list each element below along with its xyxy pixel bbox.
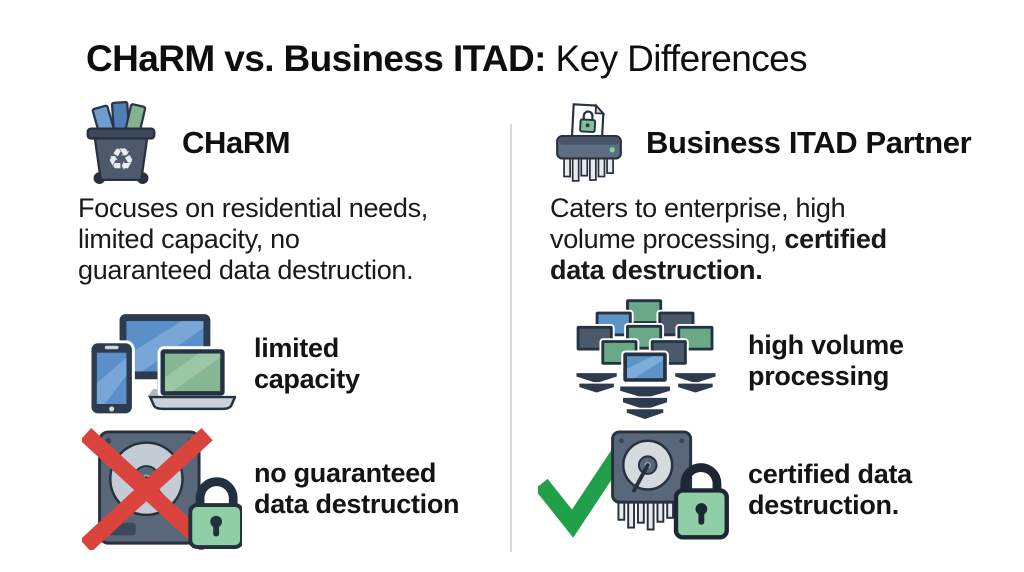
itad-desc-line1: Caters to enterprise, high [550,193,846,223]
itad-heading: Business ITAD Partner [646,125,972,160]
feature-label-line2: processing [748,361,890,391]
charm-heading: CHaRM [182,125,291,160]
page-title: CHaRM vs. Business ITAD: Key Differences [86,38,808,80]
itad-feature-high-volume: high volume processing [570,298,904,424]
charm-description: Focuses on residential needs, limited ca… [78,193,428,286]
feature-label-line1: certified data [748,459,912,489]
charm-feature-limited-capacity: limited capacity [88,312,360,416]
charm-column-header: ♻ CHaRM [76,98,291,188]
feature-label: certified data destruction. [748,459,912,521]
itad-desc-line3: data destruction. [550,255,763,285]
itad-description: Caters to enterprise, high volume proces… [550,193,887,286]
shredder-lock-icon [546,100,632,186]
charm-desc-line2: limited capacity, no [78,224,300,254]
feature-label-line1: no guaranteed [254,458,437,488]
itad-column-header: Business ITAD Partner [546,100,972,186]
feature-label-line1: limited [254,333,339,363]
laptop-stack-icon [570,298,722,424]
recycle-bin-icon: ♻ [76,98,166,188]
charm-desc-line3: guaranteed data destruction. [78,255,414,285]
check-shredded-drive-lock-icon [538,430,734,550]
charm-feature-no-data-destruction: no guaranteed data destruction [82,428,460,550]
page-title-strong: CHaRM vs. Business ITAD: [86,38,546,79]
crossed-hard-drive-lock-icon [82,428,242,550]
itad-desc-line2: volume processing, certified [550,224,887,255]
feature-label-line2: destruction. [748,490,899,520]
column-divider [510,124,512,552]
feature-label-line2: capacity [254,364,360,394]
svg-text:♻: ♻ [107,143,134,178]
feature-label: no guaranteed data destruction [254,458,460,520]
devices-icon [88,312,236,416]
page-title-light: Key Differences [545,38,808,79]
itad-desc-line2-bold: certified [784,224,887,254]
charm-desc-line1: Focuses on residential needs, [78,193,429,223]
feature-label: high volume processing [748,330,904,392]
feature-label-line2: data destruction [254,489,460,519]
itad-desc-line2-regular: volume processing, [550,224,785,254]
itad-feature-certified-destruction: certified data destruction. [538,430,912,550]
feature-label-line1: high volume [748,330,904,360]
feature-label: limited capacity [254,333,360,395]
